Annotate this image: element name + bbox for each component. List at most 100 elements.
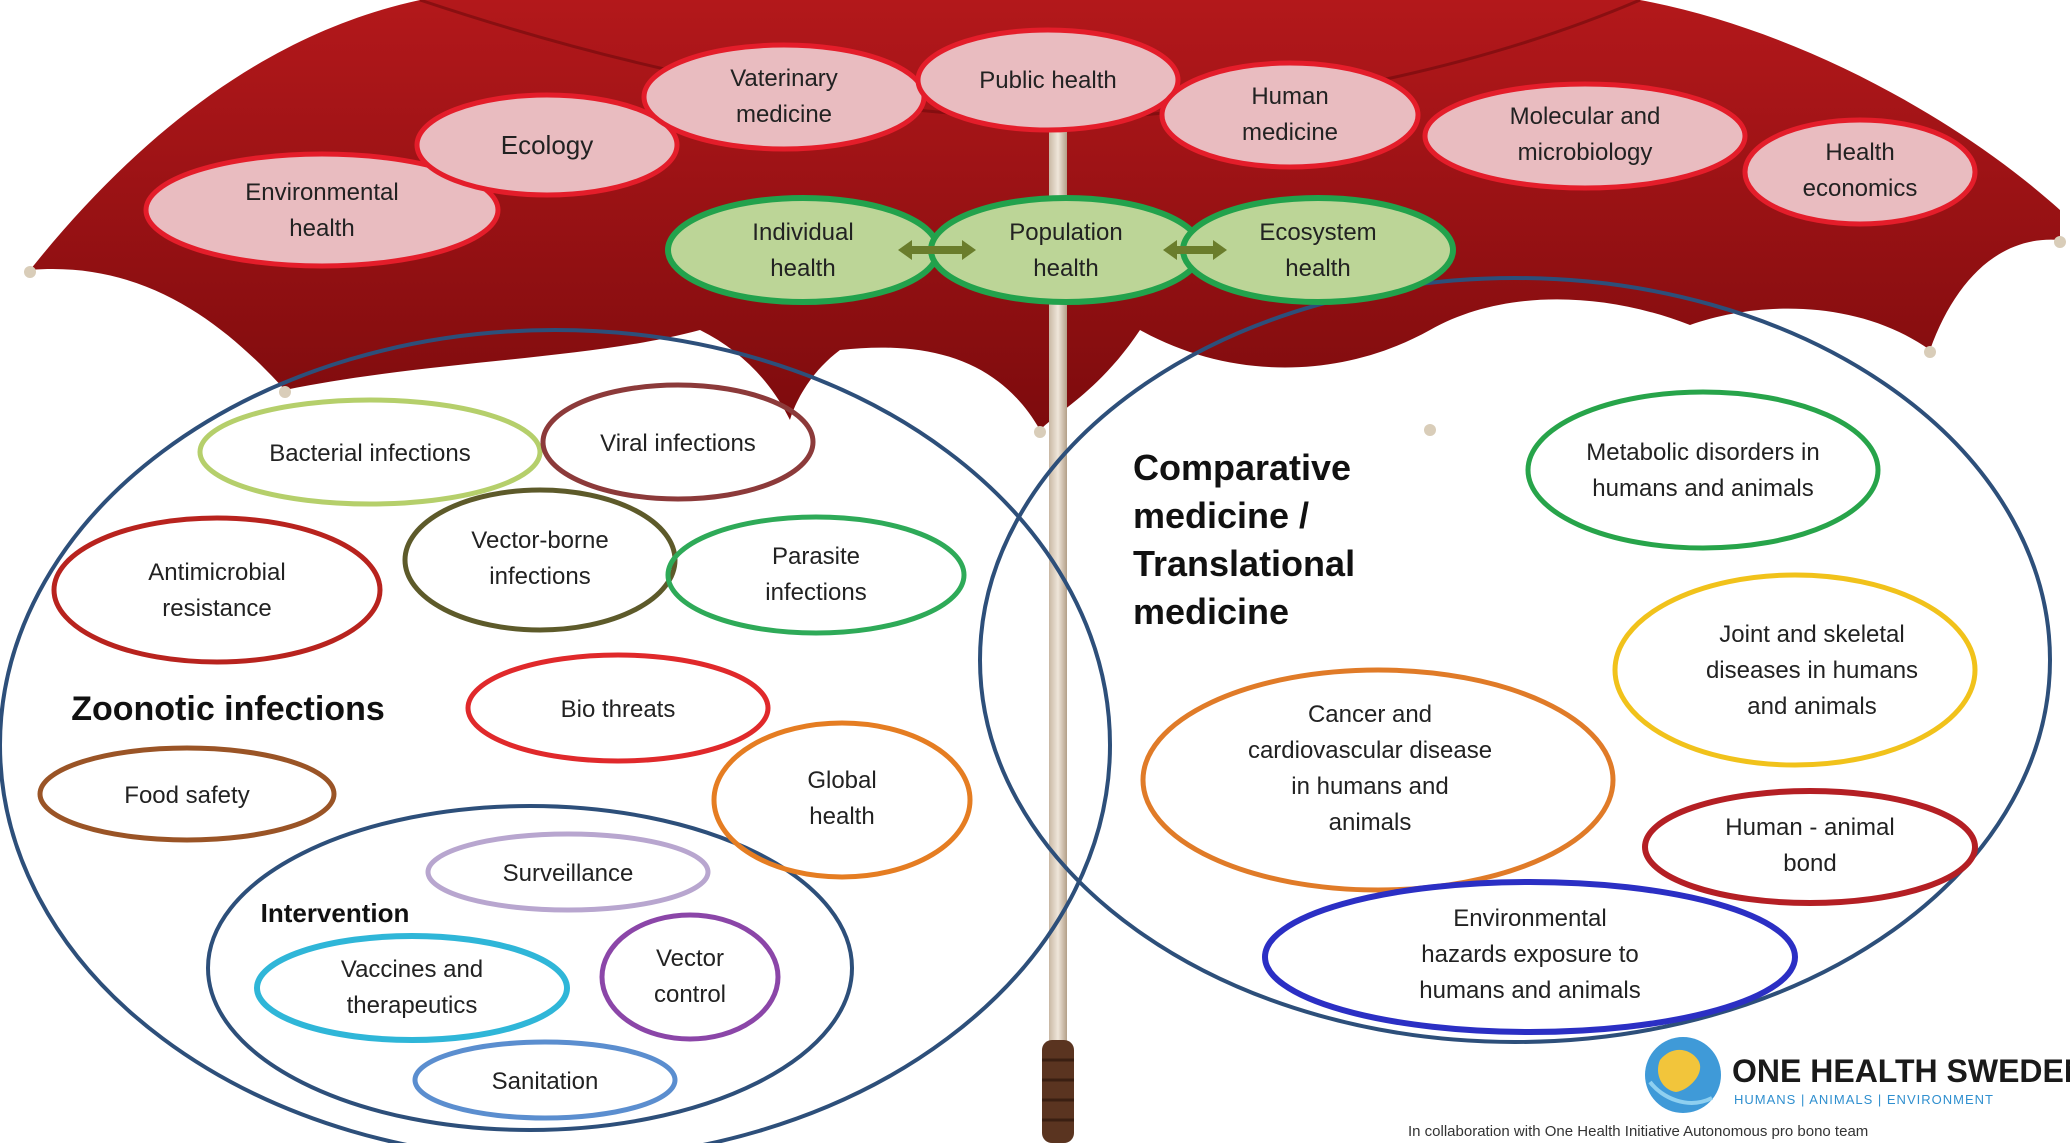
intervention-label-line2: control bbox=[654, 981, 726, 1008]
topic-oval bbox=[197, 397, 543, 507]
topic-metabolic-disorders: Metabolic disorders in humans and animal… bbox=[1525, 389, 1881, 551]
discipline-oval bbox=[1742, 117, 1978, 227]
title-line1: Comparative bbox=[1133, 447, 1351, 488]
topic-label-line1: Cancer and bbox=[1308, 701, 1432, 728]
title-line4: medicine bbox=[1133, 591, 1289, 632]
discipline-ecology: Ecology bbox=[414, 92, 680, 198]
topic-antimicrobial-resistance: Antimicrobial resistance bbox=[51, 515, 383, 665]
health-level-label-line1: Population bbox=[1009, 219, 1122, 246]
canopy-tip bbox=[2054, 236, 2066, 248]
discipline-label-line2: health bbox=[289, 215, 354, 242]
topic-cancer-cardiovascular: Cancer and cardiovascular disease in hum… bbox=[1140, 667, 1616, 893]
topic-label-line1: Bio threats bbox=[561, 696, 676, 723]
logo-name: ONE HEALTH SWEDEN bbox=[1732, 1053, 2070, 1089]
logo-tagline: HUMANS | ANIMALS | ENVIRONMENT bbox=[1734, 1092, 1994, 1107]
topic-global-health: Global health bbox=[711, 720, 973, 880]
discipline-label-line1: Molecular and bbox=[1510, 103, 1661, 130]
discipline-human-medicine: Human medicine bbox=[1159, 60, 1421, 170]
intervention-group: Intervention Surveillance Vaccines and t… bbox=[254, 831, 781, 1121]
topic-viral-infections: Viral infections bbox=[540, 382, 816, 502]
canopy-tip bbox=[1424, 424, 1436, 436]
intervention-label-line1: Surveillance bbox=[503, 860, 634, 887]
zoonotic-infections-circle bbox=[0, 328, 1112, 1143]
shaft-handle bbox=[1042, 1040, 1074, 1143]
discipline-label-line1: Public health bbox=[979, 67, 1116, 94]
collaboration-note: In collaboration with One Health Initiat… bbox=[1408, 1123, 1868, 1140]
topic-joint-skeletal: Joint and skeletal diseases in humans an… bbox=[1612, 572, 1978, 768]
discipline-veterinary-medicine: Vaterinary medicine bbox=[641, 42, 927, 152]
discipline-molecular-microbiology: Molecular and microbiology bbox=[1422, 81, 1748, 191]
discipline-environmental-health: Environmental health bbox=[143, 151, 501, 269]
one-health-sweden-logo: ONE HEALTH SWEDEN HUMANS | ANIMALS | ENV… bbox=[1408, 1037, 2070, 1140]
discipline-label-line1: Health bbox=[1825, 139, 1894, 166]
topic-oval bbox=[1612, 572, 1978, 768]
intervention-label-line1: Sanitation bbox=[492, 1068, 599, 1095]
topic-oval bbox=[1525, 389, 1881, 551]
intervention-oval bbox=[254, 933, 570, 1043]
intervention-oval bbox=[425, 831, 711, 913]
health-level-ecosystem: Ecosystem health bbox=[1180, 195, 1456, 305]
topic-label-line1: Joint and skeletal bbox=[1719, 621, 1904, 648]
canopy-tip bbox=[1924, 346, 1936, 358]
health-level-individual: Individual health bbox=[665, 195, 941, 305]
topic-label-line2: infections bbox=[489, 563, 590, 590]
intervention-label-line1: Vector bbox=[656, 945, 724, 972]
health-level-label-line1: Ecosystem bbox=[1259, 219, 1376, 246]
topic-label-line2: diseases in humans bbox=[1706, 657, 1918, 684]
topic-label-line3: humans and animals bbox=[1419, 977, 1640, 1004]
title-line3: Translational bbox=[1133, 543, 1355, 584]
comparative-medicine-circle bbox=[978, 276, 2052, 1044]
intervention-vaccines-therapeutics: Vaccines and therapeutics bbox=[254, 933, 570, 1043]
topic-label-line1: Parasite bbox=[772, 543, 860, 570]
topic-label-line2: cardiovascular disease bbox=[1248, 737, 1492, 764]
health-level-oval bbox=[665, 195, 941, 305]
discipline-oval bbox=[1422, 81, 1748, 191]
discipline-label-line2: medicine bbox=[736, 101, 832, 128]
intervention-sanitation: Sanitation bbox=[412, 1039, 678, 1121]
discipline-oval bbox=[641, 42, 927, 152]
canopy-tip bbox=[24, 266, 36, 278]
health-level-label-line1: Individual bbox=[752, 219, 853, 246]
intervention-label-line2: therapeutics bbox=[347, 992, 478, 1019]
topic-oval bbox=[51, 515, 383, 665]
topic-oval bbox=[540, 382, 816, 502]
discipline-oval bbox=[915, 27, 1181, 133]
canopy-tips bbox=[24, 236, 2066, 438]
intervention-label-line1: Vaccines and bbox=[341, 956, 483, 983]
topic-vector-borne-infections: Vector-borne infections bbox=[402, 487, 678, 633]
intervention-circle bbox=[206, 804, 854, 1132]
topic-label-line2: resistance bbox=[162, 595, 271, 622]
discipline-health-economics: Health economics bbox=[1742, 117, 1978, 227]
intervention-oval bbox=[599, 912, 781, 1042]
topic-label-line3: in humans and bbox=[1291, 773, 1448, 800]
zoonotic-topics: Bacterial infections Viral infections Ve… bbox=[37, 382, 973, 880]
topic-label-line2: infections bbox=[765, 579, 866, 606]
discipline-public-health: Public health bbox=[915, 27, 1181, 133]
topic-bio-threats: Bio threats bbox=[465, 652, 771, 764]
topic-parasite-infections: Parasite infections bbox=[665, 514, 967, 636]
globe-icon bbox=[1645, 1037, 1721, 1113]
topic-label-line1: Metabolic disorders in bbox=[1586, 439, 1819, 466]
topic-label-line1: Antimicrobial bbox=[148, 559, 285, 586]
topic-human-animal-bond: Human - animal bond bbox=[1642, 788, 1978, 906]
health-level-label-line2: health bbox=[1033, 255, 1098, 282]
discipline-label-line1: Environmental bbox=[245, 179, 398, 206]
discipline-label-line2: microbiology bbox=[1518, 139, 1653, 166]
topic-label-line2: humans and animals bbox=[1592, 475, 1813, 502]
discipline-label-line1: Vaterinary bbox=[730, 65, 838, 92]
discipline-label-line1: Human bbox=[1251, 83, 1328, 110]
topic-label-line1: Bacterial infections bbox=[269, 440, 470, 467]
health-level-label-line2: health bbox=[1285, 255, 1350, 282]
umbrella-shaft bbox=[1042, 130, 1074, 1143]
topic-oval bbox=[402, 487, 678, 633]
title-line2: medicine / bbox=[1133, 495, 1309, 536]
topic-environmental-hazards: Environmental hazards exposure to humans… bbox=[1262, 879, 1798, 1035]
topic-label-line1: Environmental bbox=[1453, 905, 1606, 932]
topic-food-safety: Food safety bbox=[37, 745, 337, 843]
intervention-surveillance: Surveillance bbox=[425, 831, 711, 913]
intervention-vector-control: Vector control bbox=[599, 912, 781, 1042]
canopy-tip bbox=[279, 386, 291, 398]
topic-oval bbox=[1642, 788, 1978, 906]
comparative-medicine-title: Comparative medicine / Translational med… bbox=[1133, 447, 1355, 632]
